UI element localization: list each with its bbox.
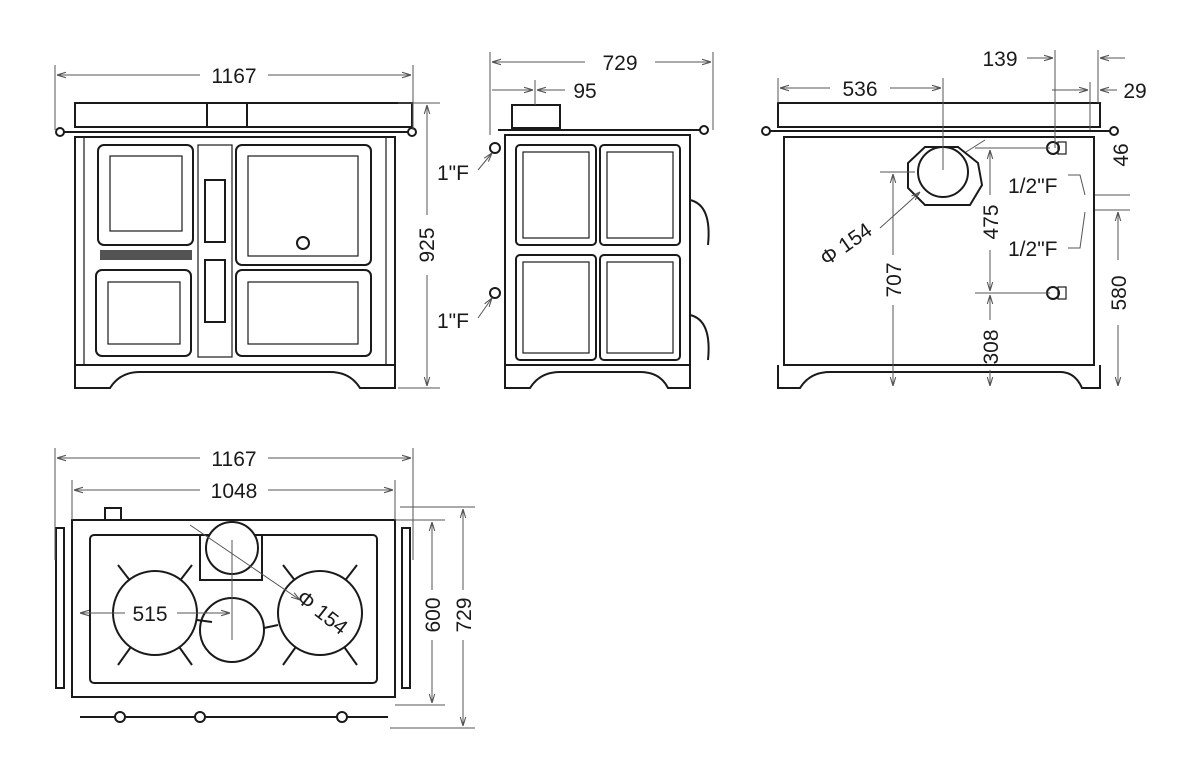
rear-flue-height-label: 707 xyxy=(883,262,906,297)
rear-flue-x-label: 536 xyxy=(842,78,877,101)
side-offset-label: 95 xyxy=(573,80,596,103)
front-height-label: 925 xyxy=(416,227,439,262)
side-depth-label: 729 xyxy=(602,52,637,75)
top-view: 1167 1048 600 729 515 Φ 154 xyxy=(54,448,476,729)
top-inner-width-label: 1048 xyxy=(211,480,258,503)
rear-upper-connection-height-label: 475 xyxy=(980,204,1003,239)
side-connection-bottom-label: 1"F xyxy=(437,310,469,333)
side-connection-top-label: 1"F xyxy=(437,162,469,185)
rear-connection-lower-label: 1/2"F xyxy=(1008,238,1057,261)
rear-lower-connection-height-label: 308 xyxy=(980,329,1003,364)
top-width-label: 1167 xyxy=(211,448,256,471)
rear-connection-upper-label: 1/2"F xyxy=(1008,175,1057,198)
rear-edge-offset-label: 29 xyxy=(1123,80,1146,103)
top-hob-offset-label: 515 xyxy=(132,603,167,626)
side-view: 729 95 1"F 1"F xyxy=(437,52,714,389)
front-view: 1167 925 xyxy=(54,65,440,389)
rear-flue-diameter-label: Φ 154 xyxy=(816,219,877,271)
rear-right-offset-label: 139 xyxy=(982,48,1017,71)
rear-side-height-label: 580 xyxy=(1108,275,1131,310)
top-depth-label: 729 xyxy=(453,597,476,632)
rear-top-offset-label: 46 xyxy=(1110,143,1133,166)
front-width-label: 1167 xyxy=(211,65,256,88)
rear-view: 536 139 29 46 580 707 475 308 Φ 154 1/2"… xyxy=(761,48,1147,389)
top-depth-inner-label: 600 xyxy=(422,597,445,632)
